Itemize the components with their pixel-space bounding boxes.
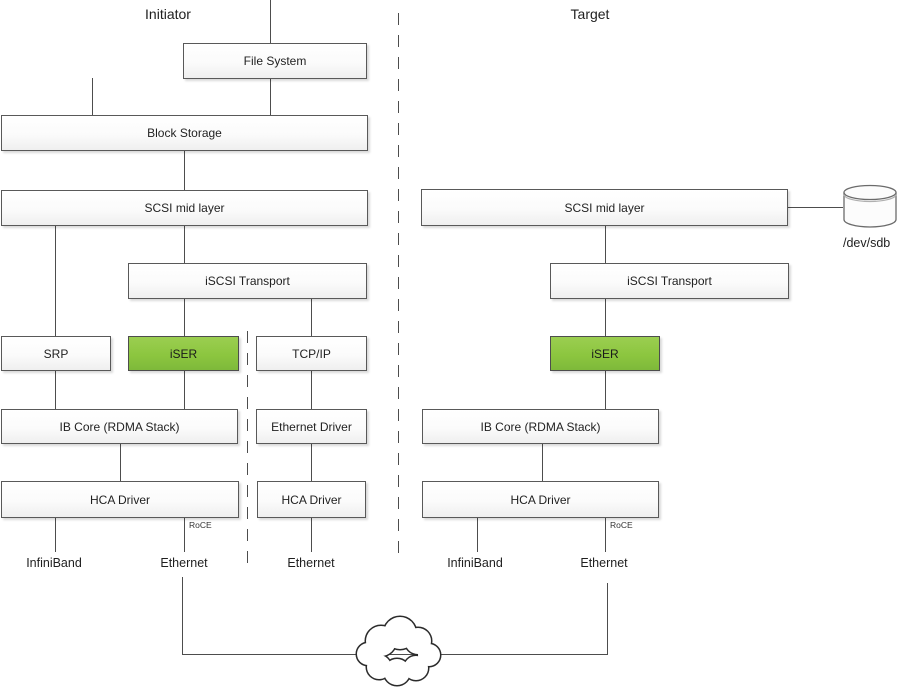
tcpip-label: TCP/IP [292,346,331,361]
initiator-title: Initiator [145,6,191,22]
connector-stub-to-block-storage [92,78,93,115]
hca-driver-target-box: HCA Driver [422,481,659,518]
connector-iscsi-transport-to-tcpip [311,299,312,336]
ethernet-port-target-label: Ethernet [580,556,628,570]
hca-driver-ethernet-label: HCA Driver [281,492,342,507]
hca-driver-initiator-box: HCA Driver [1,481,239,518]
infiniband-port-initiator-label: InfiniBand [26,556,82,570]
block-storage-box: Block Storage [1,115,368,151]
ib-core-target-label: IB Core (RDMA Stack) [480,419,601,434]
connector-iser-to-ibcore [184,371,185,409]
connector-hca-to-roce-ethernet-port-target [605,518,606,552]
network-cloud-icon [355,615,442,687]
connector-hca-to-ethernet-port [311,518,312,552]
file-system-label: File System [243,54,307,68]
iser-target-label: iSER [591,346,619,361]
connector-scsi-to-iscsi-transport [184,226,185,263]
storage-device-label: /dev/sdb [843,236,891,250]
connector-block-storage-to-scsi [184,151,185,190]
connector-top-to-file-system [270,0,271,43]
srp-box: SRP [1,336,111,371]
target-title: Target [570,6,610,22]
connector-file-system-to-block-storage [270,79,271,115]
roce-initiator-label: RoCE [189,520,212,530]
ethernet-port-initiator-label: Ethernet [160,556,208,570]
connector-iscsi-transport-to-iser-target [605,299,606,336]
hca-driver-target-label: HCA Driver [510,492,571,507]
iscsi-transport-target-box: iSCSI Transport [550,263,789,299]
connector-iscsi-transport-to-iser [184,299,185,336]
infiniband-port-target-label: InfiniBand [447,556,503,570]
connector-hca-to-infiniband-port-target [477,518,478,552]
scsi-mid-layer-initiator-label: SCSI mid layer [144,201,225,215]
iscsi-transport-initiator-box: iSCSI Transport [128,263,367,299]
tcpip-box: TCP/IP [256,336,367,371]
connector-hca-to-roce-ethernet-port [184,518,185,552]
iscsi-transport-initiator-label: iSCSI Transport [205,274,290,288]
connector-ibcore-to-hca [120,444,121,481]
ethernet-driver-label: Ethernet Driver [271,419,352,434]
iser-initiator-label: iSER [169,346,198,361]
connector-ethernet-driver-to-hca [311,444,312,481]
connector-srp-to-ibcore [55,371,56,409]
connector-ethernet-initiator-to-network [182,577,183,655]
connector-network-horizontal [182,654,608,655]
initiator-target-divider-dashed-line [398,13,399,563]
scsi-mid-layer-target-box: SCSI mid layer [421,189,788,226]
srp-label: SRP [43,346,69,361]
ib-core-target-box: IB Core (RDMA Stack) [422,409,659,444]
connector-hca-to-infiniband-port [55,518,56,552]
ib-core-initiator-label: IB Core (RDMA Stack) [59,419,180,434]
ethernet-port-tcp-label: Ethernet [287,556,335,570]
iser-target-box: iSER [550,336,660,371]
iscsi-transport-target-label: iSCSI Transport [627,274,712,288]
connector-scsi-to-iscsi-transport-target [605,226,606,263]
hca-driver-ethernet-box: HCA Driver [257,481,366,518]
file-system-box: File System [183,43,367,79]
roce-target-label: RoCE [610,520,633,530]
database-cylinder-icon [843,184,897,228]
connector-iser-to-ibcore-target [605,371,606,409]
connector-ethernet-target-to-network [607,583,608,654]
block-storage-label: Block Storage [147,126,222,140]
connector-tcpip-to-ethernet-driver [311,371,312,409]
ib-core-initiator-box: IB Core (RDMA Stack) [1,409,238,444]
connector-scsi-to-srp [55,226,56,336]
connector-scsi-to-disk [788,207,843,208]
connector-ibcore-to-hca-target [542,444,543,481]
rdma-tcp-divider-dashed-line [247,331,248,571]
scsi-mid-layer-initiator-box: SCSI mid layer [1,190,368,226]
hca-driver-initiator-label: HCA Driver [89,492,150,507]
ethernet-driver-box: Ethernet Driver [256,409,367,444]
scsi-mid-layer-target-label: SCSI mid layer [564,200,645,215]
iser-initiator-box: iSER [128,336,239,371]
